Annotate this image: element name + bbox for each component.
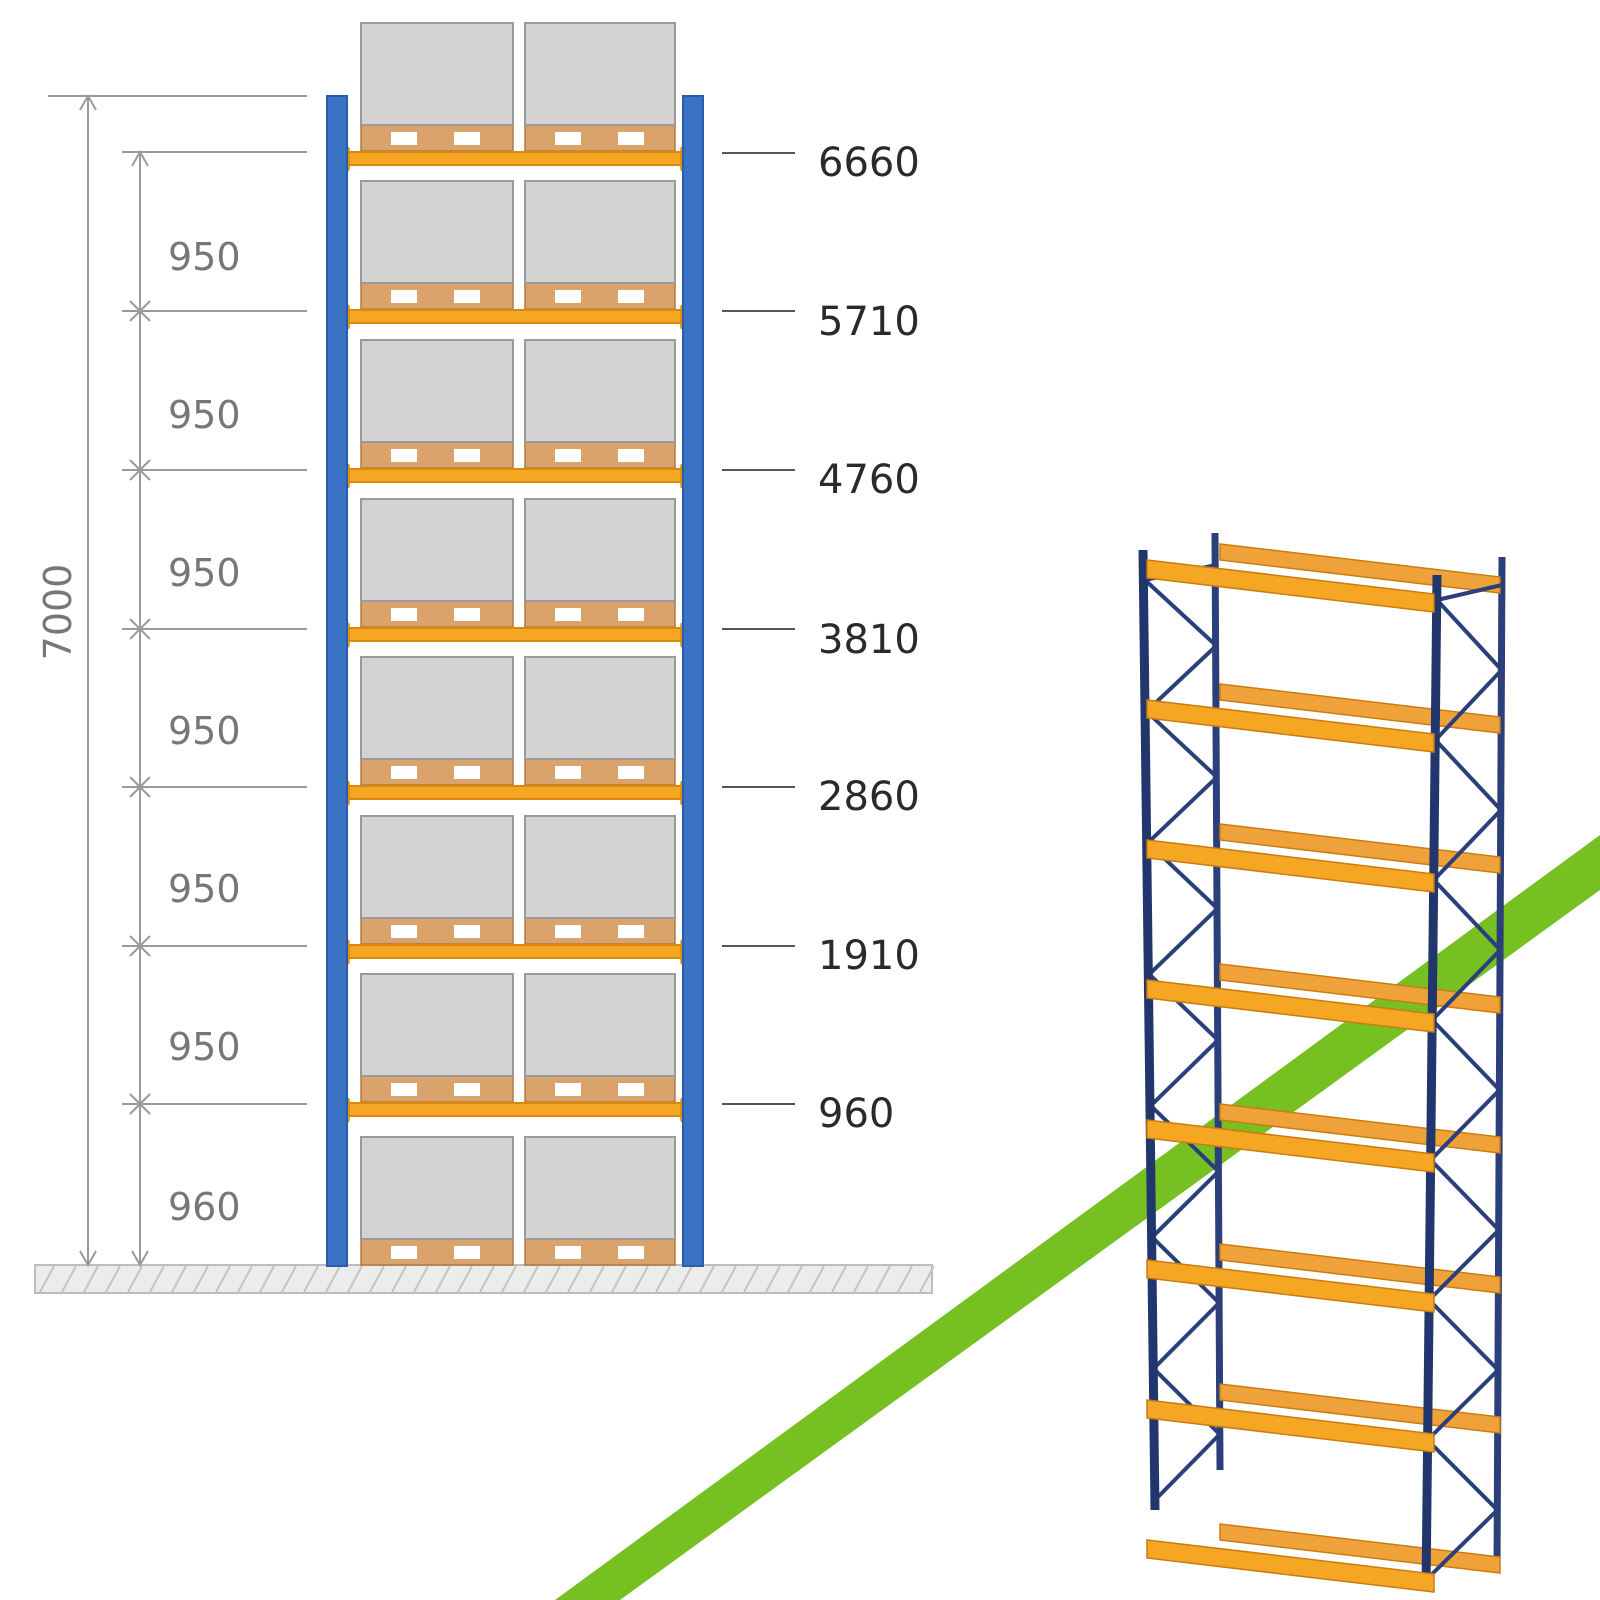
front-beam-2 — [1146, 699, 1435, 753]
level-leader-lines — [722, 152, 795, 1105]
elevation-view: 7000 950 950 950 950 950 950 960 6660 57… — [34, 22, 935, 1294]
frame-bracing-line — [1424, 598, 1505, 1582]
pallet-load-3-1 — [360, 339, 514, 469]
front-beam-7 — [1146, 1399, 1435, 1453]
front-beam-5 — [1146, 1119, 1435, 1173]
frame-bracing-line — [1143, 578, 1223, 1502]
spacing-label-1: 950 — [168, 235, 241, 279]
spacing-label-4: 950 — [168, 709, 241, 753]
spacing-label-6: 950 — [168, 1025, 241, 1069]
rack-3d-view — [1138, 532, 1506, 1593]
front-uprights — [1138, 549, 1442, 1591]
pallet-load-6-1 — [360, 815, 514, 945]
beam-level-7 — [346, 1102, 684, 1117]
right-upright — [682, 95, 704, 1267]
pallet-load-5-2 — [524, 656, 676, 786]
spacing-label-3: 950 — [168, 551, 241, 595]
pallet-load-7-1 — [360, 973, 514, 1103]
level-label-2: 5710 — [818, 299, 920, 345]
front-beam-6 — [1146, 1259, 1435, 1313]
pallet-load-4-1 — [360, 498, 514, 628]
beam-level-2 — [346, 309, 684, 324]
level-label-3: 4760 — [818, 457, 920, 503]
front-beam-1 — [1146, 559, 1435, 613]
level-label-7: 960 — [818, 1091, 894, 1137]
pallet-load-3-2 — [524, 339, 676, 469]
pallet-load-8-1 — [360, 1136, 514, 1266]
beam-level-3 — [346, 468, 684, 483]
level-label-1: 6660 — [818, 140, 920, 186]
front-beam-4 — [1146, 979, 1435, 1033]
pallet-load-5-1 — [360, 656, 514, 786]
front-beam-3 — [1146, 839, 1435, 893]
pallet-load-8-2 — [524, 1136, 676, 1266]
level-label-6: 1910 — [818, 933, 920, 979]
front-beam-8 — [1146, 1539, 1435, 1593]
beam-level-6 — [346, 944, 684, 959]
total-height-label: 7000 — [36, 564, 80, 661]
left-upright — [326, 95, 348, 1267]
pallet-load-4-2 — [524, 498, 676, 628]
pallet-load-1-1 — [360, 22, 514, 152]
beam-level-1 — [346, 151, 684, 166]
pallet-load-1-2 — [524, 22, 676, 152]
dimension-lines — [48, 93, 307, 1268]
pallet-load-7-2 — [524, 973, 676, 1103]
spacing-label-2: 950 — [168, 393, 241, 437]
level-label-5: 2860 — [818, 774, 920, 820]
back-beam-1 — [1219, 543, 1501, 594]
level-label-4: 3810 — [818, 617, 920, 663]
front-beams — [1146, 559, 1435, 1593]
floor-slab — [34, 1264, 935, 1294]
pallet-load-2-2 — [524, 180, 676, 310]
beam-level-5 — [346, 785, 684, 800]
pallet-load-6-2 — [524, 815, 676, 945]
spacing-label-7: 960 — [168, 1185, 241, 1229]
beam-level-4 — [346, 627, 684, 642]
pallet-loads — [360, 22, 676, 1266]
frame-top-strut — [1436, 583, 1503, 602]
pallet-load-2-1 — [360, 180, 514, 310]
back-beam-2 — [1219, 683, 1501, 734]
green-accent-stripe — [555, 835, 1600, 1600]
spacing-label-5: 950 — [168, 867, 241, 911]
